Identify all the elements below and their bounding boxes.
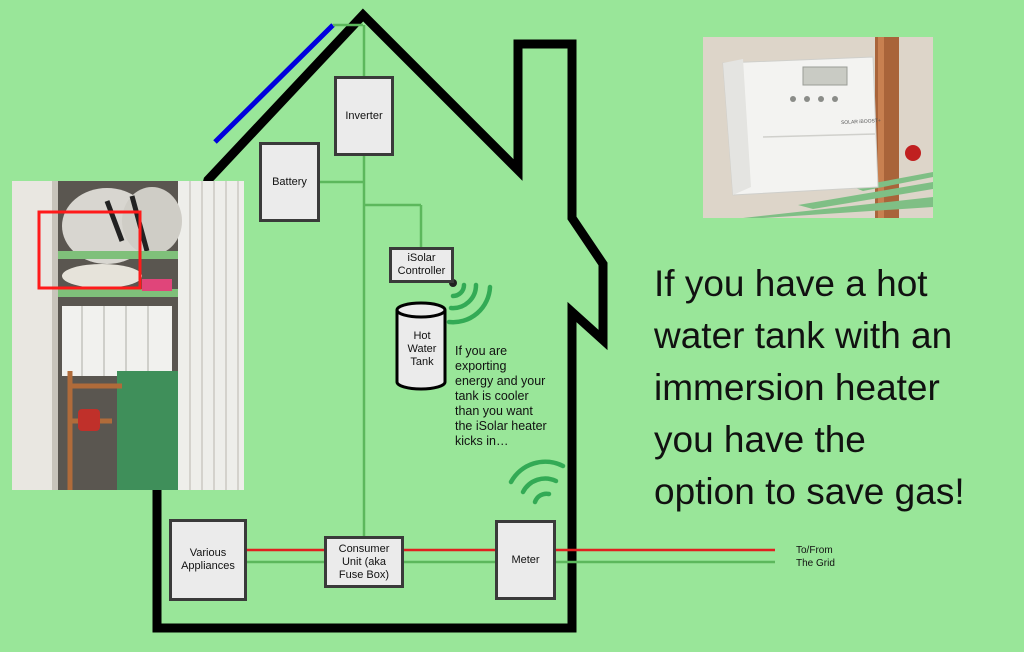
- meter-signal-waves-icon: [508, 459, 566, 505]
- airing-cupboard-photo: [12, 181, 244, 490]
- solar-panel: [213, 23, 335, 144]
- grid-label: To/From The Grid: [796, 545, 835, 569]
- export-annotation: If you are exporting energy and your tan…: [455, 344, 547, 448]
- headline-text: If you have a hot water tank with an imm…: [654, 263, 965, 512]
- various-appliances-box: Various Appliances: [169, 519, 247, 601]
- inverter-label: Inverter: [345, 109, 383, 122]
- isolar-controller-box: iSolar Controller: [389, 247, 454, 283]
- consumer-unit-box: Consumer Unit (aka Fuse Box): [324, 536, 404, 588]
- battery-box: Battery: [259, 142, 320, 222]
- consumer-unit-label: Consumer Unit (aka Fuse Box): [338, 542, 390, 581]
- controller-signal-waves-icon: [446, 282, 493, 325]
- battery-label: Battery: [272, 175, 307, 188]
- isolar-unit-photo: SOLAR iBOOST+: [703, 37, 933, 218]
- isolar-controller-label: iSolar Controller: [397, 252, 446, 277]
- house-outline: [152, 8, 608, 633]
- inverter-box: Inverter: [334, 76, 394, 156]
- hot-water-tank-shape: [395, 301, 447, 391]
- meter-label: Meter: [511, 553, 540, 566]
- various-appliances-label: Various Appliances: [181, 547, 235, 572]
- hot-water-tank-label: Hot Water Tank: [407, 330, 437, 368]
- meter-box: Meter: [495, 520, 556, 600]
